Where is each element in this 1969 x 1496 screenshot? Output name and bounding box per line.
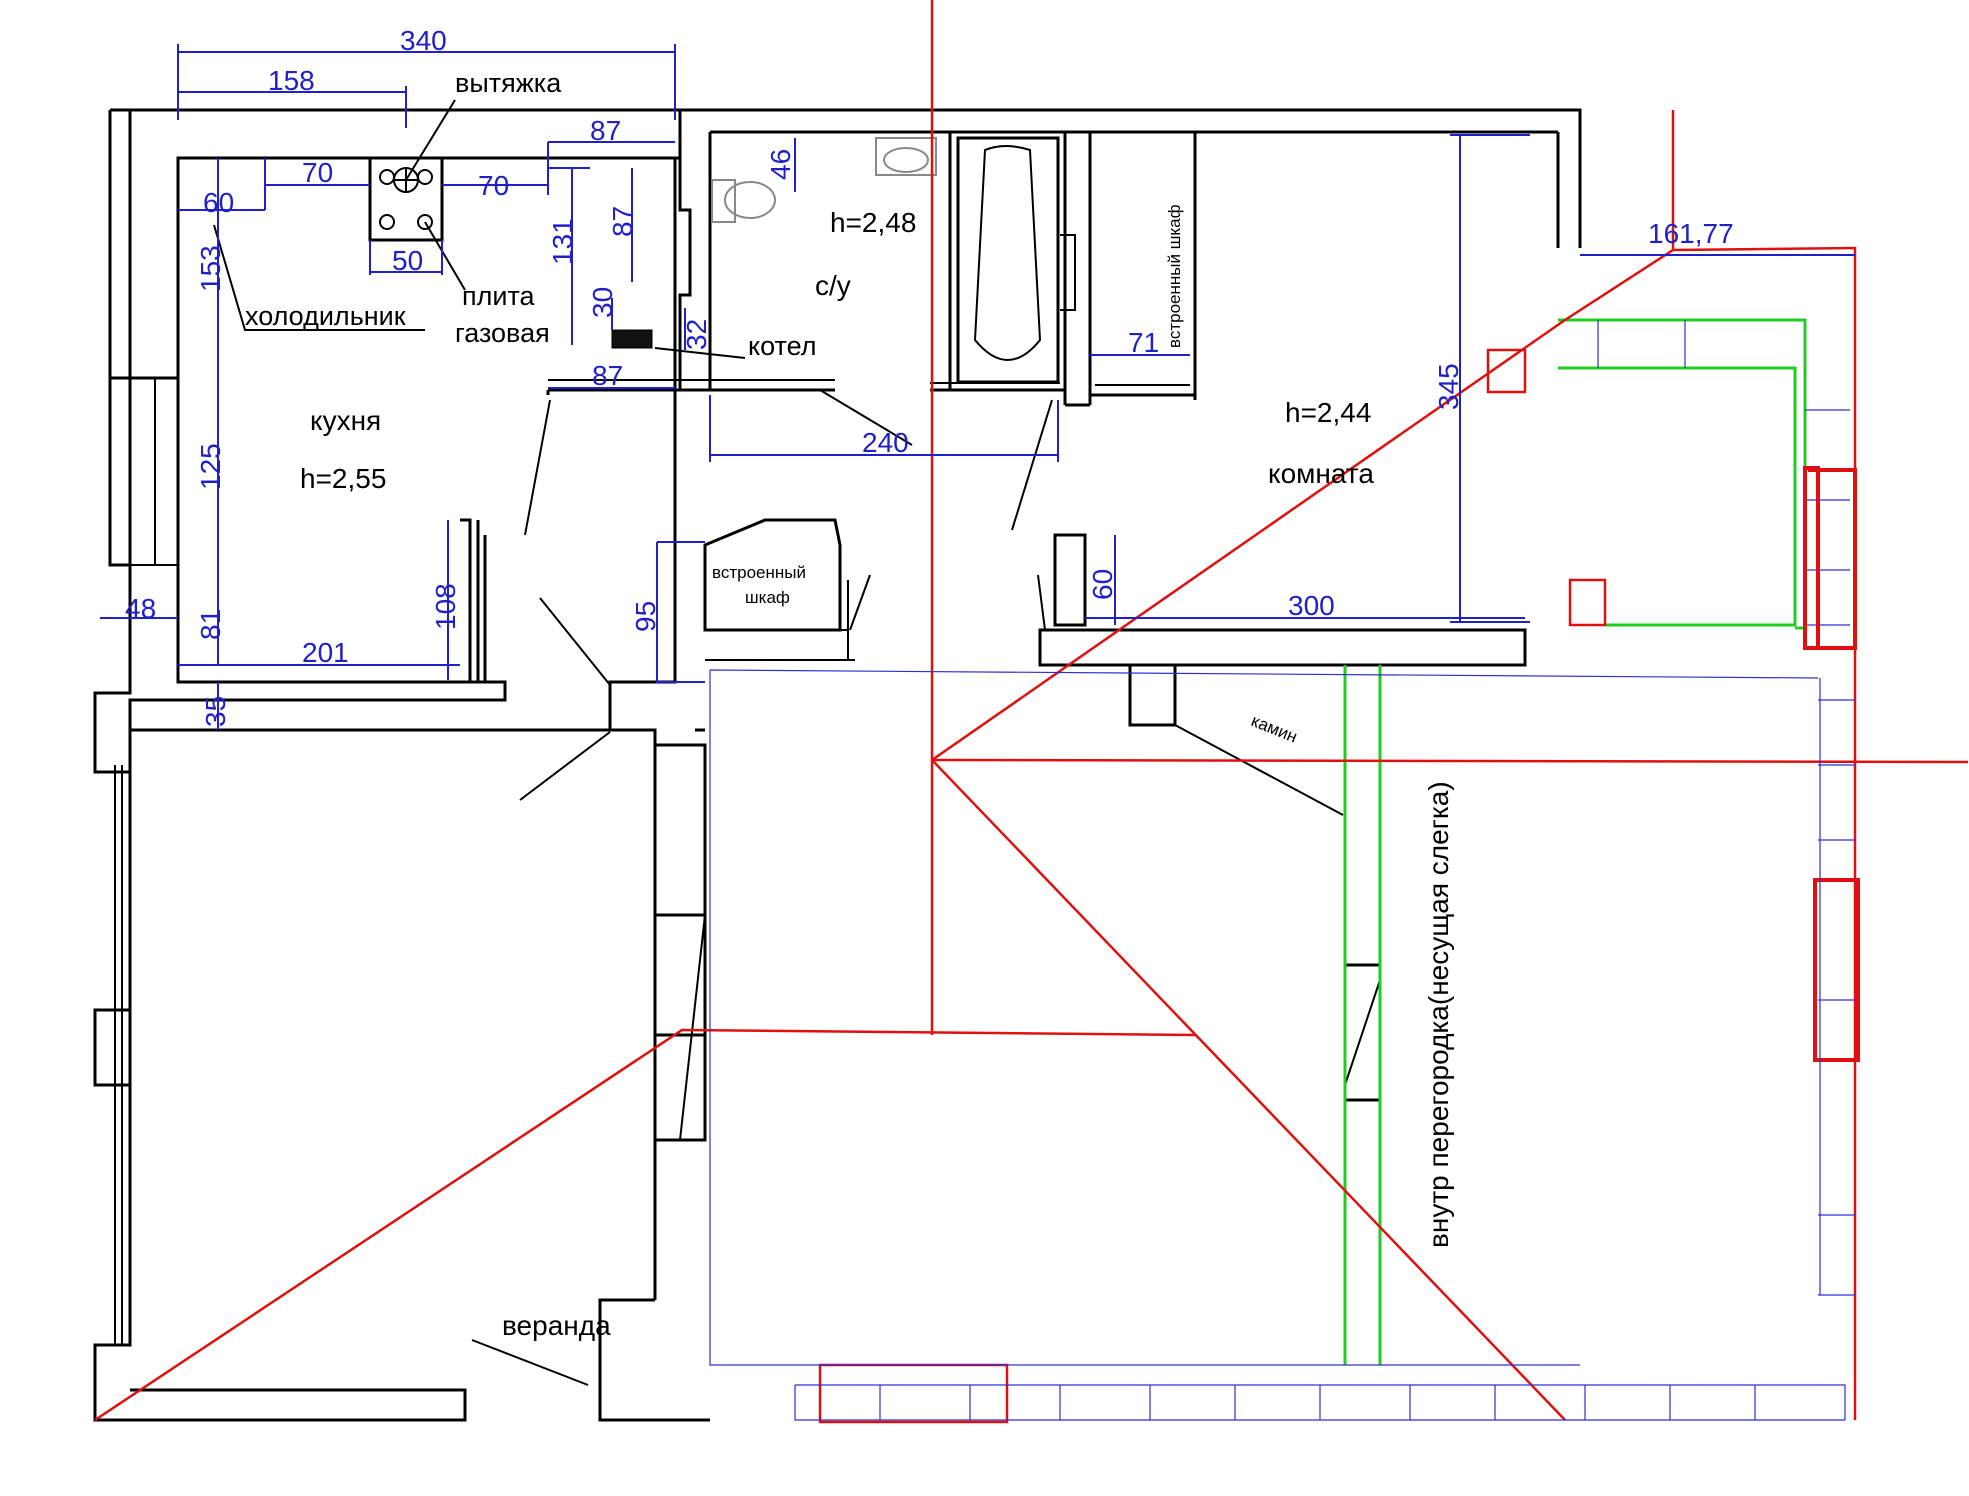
dim-60-room: 60 (1087, 569, 1118, 600)
bathroom-height: h=2,48 (830, 207, 916, 238)
dim-60-kitchen: 60 (203, 187, 234, 218)
green-overlay (1343, 318, 1850, 1365)
dimension-lines (100, 44, 1855, 730)
dim-50: 50 (392, 245, 423, 276)
kitchen-name: кухня (310, 405, 381, 436)
dim-32: 32 (681, 319, 712, 350)
hall-wardrobe-label-2: шкаф (745, 588, 790, 607)
dim-71: 71 (1128, 327, 1159, 358)
dim-345: 345 (1433, 363, 1464, 410)
red-overlay (94, 0, 1969, 1424)
dim-161-77: 161,77 (1648, 218, 1734, 249)
dim-153: 153 (195, 245, 226, 292)
dim-240: 240 (862, 427, 909, 458)
hall-wardrobe-label-1: встроенный (712, 563, 806, 582)
veranda-name: веранда (502, 1310, 611, 1341)
fireplace-label: камин (1249, 711, 1300, 747)
dim-201: 201 (302, 637, 349, 668)
dim-87-top: 87 (590, 115, 621, 146)
dim-46: 46 (765, 149, 796, 180)
dimension-labels: 340 158 87 70 70 60 153 50 131 87 46 30 … (125, 25, 1734, 727)
room-name: комната (1268, 458, 1374, 489)
hood-label: вытяжка (455, 68, 562, 98)
dim-35: 35 (200, 696, 231, 727)
dim-81: 81 (195, 609, 226, 640)
dim-48: 48 (125, 593, 156, 624)
dim-70-right: 70 (478, 170, 509, 201)
dim-87-bottom: 87 (592, 360, 623, 391)
walls (93, 99, 1582, 1422)
room-labels: кухня h=2,55 h=2,48 с/у h=2,44 комната в… (245, 68, 1454, 1341)
dim-340: 340 (400, 25, 447, 56)
bathroom-name: с/у (815, 270, 851, 301)
stove-label-2: газовая (455, 318, 550, 348)
dim-87-vert: 87 (607, 206, 638, 237)
boiler-label: котел (748, 331, 816, 361)
room-height: h=2,44 (1285, 397, 1371, 428)
dim-70-left: 70 (302, 157, 333, 188)
bath-wardrobe-label: встроенный шкаф (1165, 204, 1184, 348)
dim-158: 158 (268, 65, 315, 96)
dim-125: 125 (195, 443, 226, 490)
stove-label-1: плита (462, 281, 536, 311)
fridge-label: холодильник (245, 301, 406, 331)
dim-30: 30 (587, 287, 618, 318)
partition-label: внутр перегородка(несущая слегка) (1423, 781, 1454, 1248)
dim-131: 131 (547, 218, 578, 265)
dim-95: 95 (630, 601, 661, 632)
dim-108: 108 (430, 583, 461, 630)
dim-300: 300 (1288, 590, 1335, 621)
kitchen-height: h=2,55 (300, 463, 386, 494)
